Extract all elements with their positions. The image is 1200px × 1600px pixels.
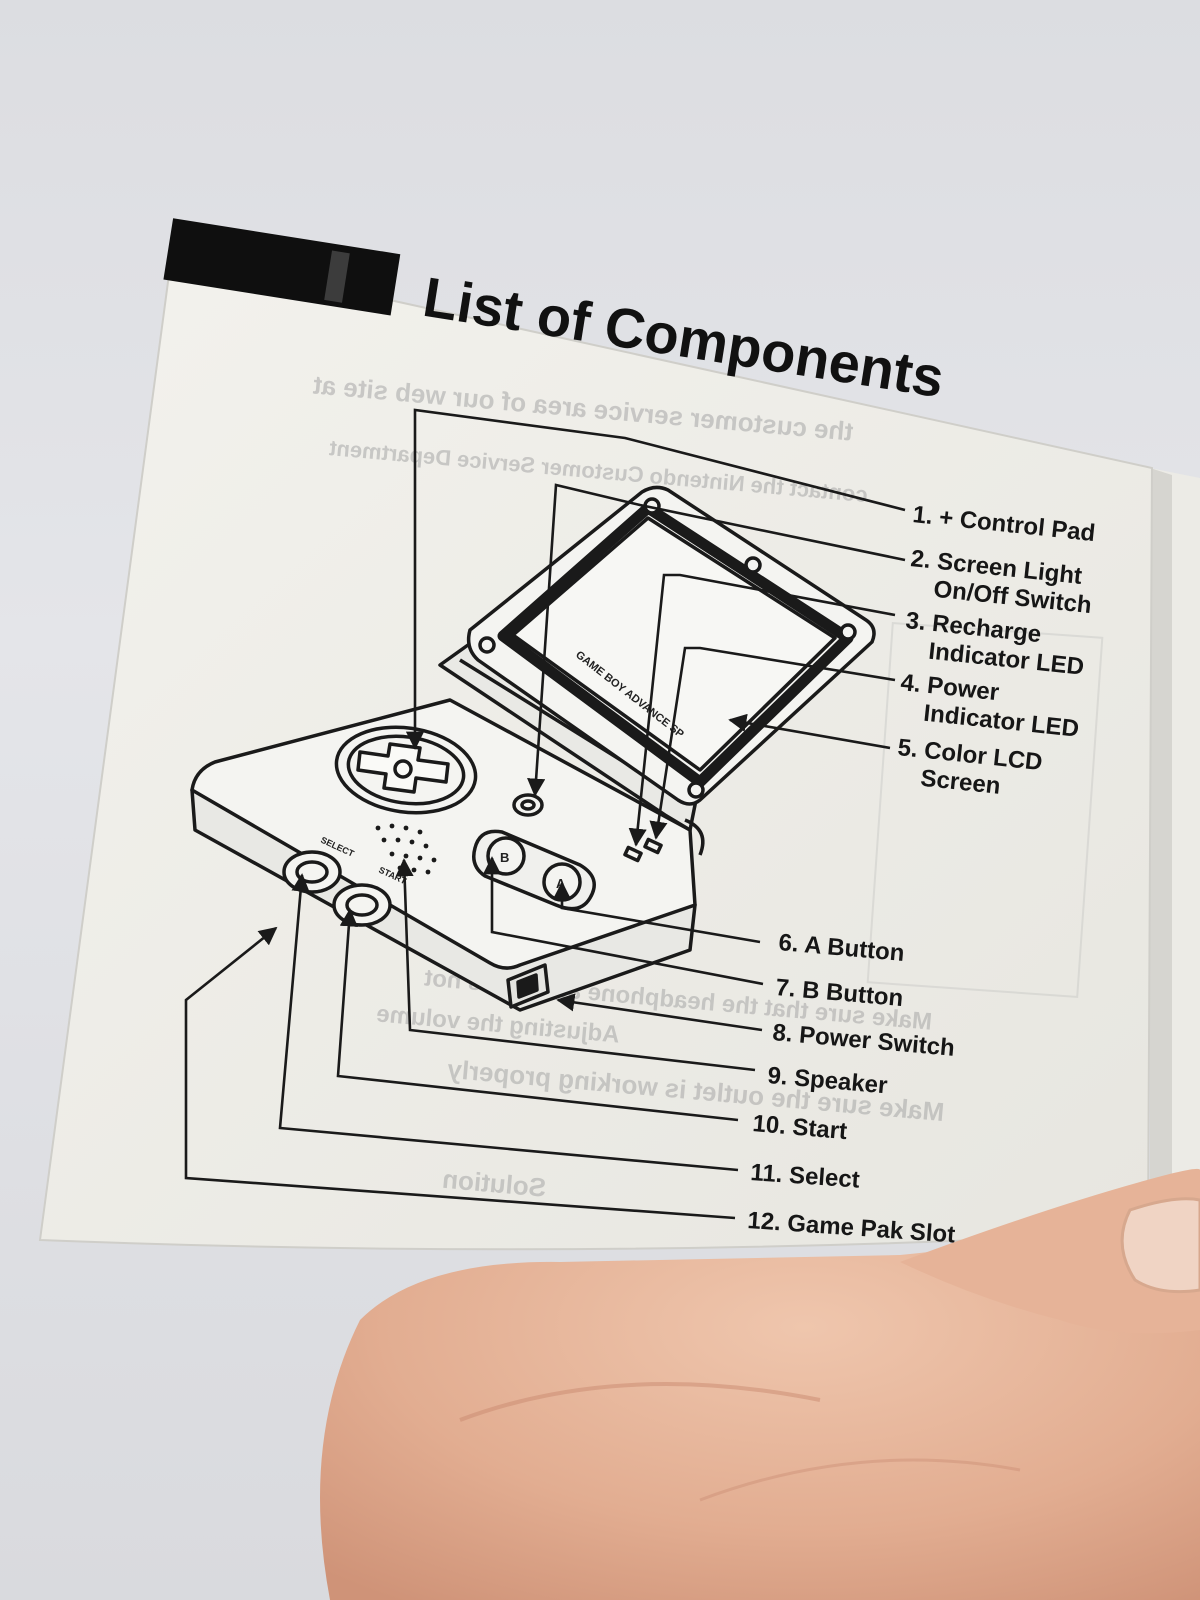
hand [320, 1168, 1200, 1600]
lid-screw [839, 623, 857, 641]
section-number-gap [324, 250, 350, 303]
palm-crease [459, 1382, 821, 1422]
callout-game-pak [184, 926, 736, 1220]
start-button [345, 893, 379, 917]
thumb [900, 1168, 1200, 1334]
callout-a-button [552, 881, 761, 944]
control-pad [356, 742, 450, 794]
b-mark: B [500, 850, 509, 865]
callout-power-switch [556, 993, 763, 1032]
page-spine [1150, 468, 1172, 1232]
power-switch-slot [516, 973, 539, 999]
lid-screw [744, 556, 762, 574]
callout-recharge-led [628, 573, 896, 847]
palm-crease [699, 1458, 1021, 1502]
recharge-led [623, 845, 643, 863]
light-switch [512, 793, 544, 817]
callout-control-pad [405, 408, 906, 750]
shoulder-edge [684, 818, 705, 856]
speaker [375, 823, 437, 875]
bleed-box [866, 622, 1104, 998]
callout-select [278, 873, 739, 1172]
light-switch-center [520, 799, 536, 811]
callout-speaker [395, 858, 756, 1072]
lid-screw [687, 781, 705, 799]
thumbnail [1120, 1197, 1200, 1294]
callout-lcd [728, 713, 891, 750]
lid-screw [478, 636, 496, 654]
callout-b-button [482, 856, 764, 986]
callout-power-led [649, 646, 896, 840]
lcd-screen [511, 516, 837, 772]
select-button-ring [282, 850, 342, 894]
callout-start [336, 908, 739, 1122]
callout-screen-light [527, 483, 906, 797]
start-button-ring [332, 883, 392, 927]
select-button [295, 860, 329, 884]
control-pad-center [393, 759, 413, 779]
callouts [184, 408, 906, 1220]
